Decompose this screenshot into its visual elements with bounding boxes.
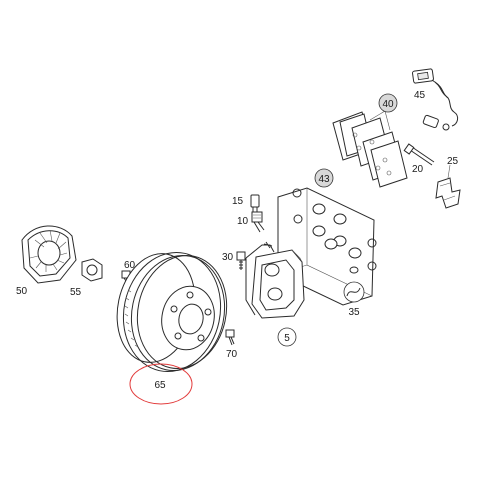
caliper-bolt-30[interactable] xyxy=(236,251,246,270)
bleeder-valve-10[interactable] xyxy=(251,211,265,233)
brake-caliper-5[interactable] xyxy=(245,241,305,319)
label-15: 15 xyxy=(232,196,244,207)
label-55: 55 xyxy=(70,287,82,298)
label-50: 50 xyxy=(16,286,28,297)
label-25: 25 xyxy=(447,156,459,167)
label-40: 40 xyxy=(382,99,394,110)
badge-5 xyxy=(277,327,297,347)
brake-disc-65[interactable] xyxy=(107,243,236,380)
bleeder-screw-15[interactable] xyxy=(250,194,260,213)
badge-43 xyxy=(314,168,334,188)
screw-70[interactable] xyxy=(225,329,235,346)
label-35: 35 xyxy=(348,307,360,318)
wear-sensor-45[interactable] xyxy=(412,68,459,131)
label-5: 5 xyxy=(284,333,290,344)
splash-shield-50[interactable] xyxy=(21,225,77,284)
label-43: 43 xyxy=(318,174,330,185)
seal-kit-43[interactable] xyxy=(277,187,377,306)
label-20: 20 xyxy=(412,164,424,175)
anti-rattle-spring-25[interactable] xyxy=(435,164,461,209)
label-60: 60 xyxy=(124,260,136,271)
label-10: 10 xyxy=(237,216,249,227)
washer-55[interactable] xyxy=(81,258,103,282)
brake-pads-40[interactable] xyxy=(332,110,408,188)
badge-40 xyxy=(378,93,398,113)
label-70: 70 xyxy=(226,349,238,360)
label-30: 30 xyxy=(222,252,234,263)
label-45: 45 xyxy=(414,90,426,101)
grease-tube-35[interactable] xyxy=(343,281,365,303)
guide-pin-20[interactable] xyxy=(403,143,435,166)
label-65: 65 xyxy=(154,380,166,391)
highlight-ring xyxy=(129,363,193,405)
